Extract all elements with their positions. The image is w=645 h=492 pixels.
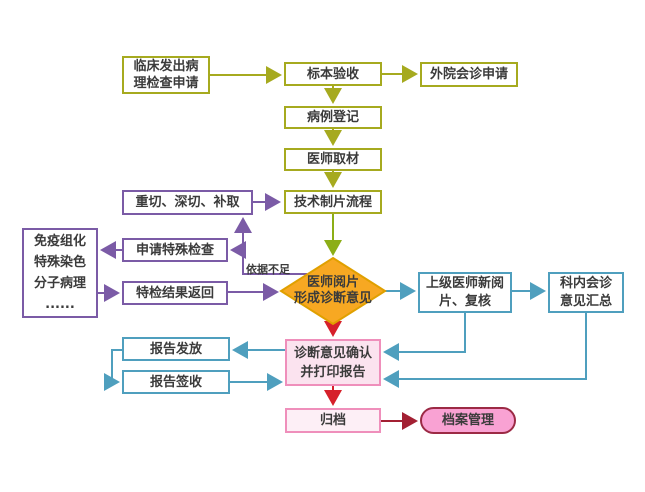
edge-report-issue-to-report-sign	[104, 349, 122, 391]
node-report-sign-label: 报告签收	[149, 374, 202, 390]
node-special-exam-request: 申请特殊检查	[122, 238, 228, 262]
node-physician-sampling: 医师取材	[284, 148, 382, 171]
node-special-exam-methods: 免疫组化 特殊染色 分子病理 ......	[22, 228, 98, 318]
node-recut-deepcut-resample: 重切、深切、补取	[122, 190, 253, 215]
node-archive-label: 归档	[319, 413, 346, 428]
edge-label-insufficient-evidence: 依据不足	[246, 263, 290, 276]
node-special-result-return-label: 特检结果返回	[135, 285, 214, 301]
edge-dept-to-confirm	[383, 313, 587, 388]
physician-review-diamond-shape	[279, 256, 387, 326]
node-slide-production-label: 技术制片流程	[293, 194, 372, 210]
node-external-consult-request: 外院会诊申请	[420, 62, 518, 87]
node-diagnosis-confirm-print: 诊断意见确认 并打印报告	[285, 339, 381, 386]
node-senior-physician-review: 上级医师新阅 片、复核	[418, 272, 512, 313]
node-specimen-acceptance: 标本验收	[284, 62, 382, 86]
node-case-registration-label: 病例登记	[306, 110, 359, 125]
node-department-consult-summary-label: 科内会诊 意见汇总	[559, 275, 612, 309]
physician-review-diamond-label: 医师阅片 形成诊断意见	[293, 275, 372, 306]
node-archive-management-label: 档案管理	[441, 413, 494, 428]
node-specimen-acceptance-label: 标本验收	[306, 66, 359, 82]
node-slide-production: 技术制片流程	[284, 190, 382, 214]
node-special-result-return: 特检结果返回	[122, 281, 228, 305]
node-recut-deepcut-resample-label: 重切、深切、补取	[135, 195, 240, 210]
node-case-registration: 病例登记	[284, 106, 382, 129]
edge-senior-to-confirm	[383, 313, 466, 361]
node-clinical-request: 临床发出病 理检查申请	[122, 56, 210, 94]
node-report-sign: 报告签收	[122, 370, 230, 394]
node-report-issue-label: 报告发放	[149, 341, 202, 357]
edge-review-to-recut	[234, 217, 307, 275]
node-special-exam-methods-label: 免疫组化 特殊染色 分子病理 ......	[33, 234, 86, 312]
node-clinical-request-label: 临床发出病 理检查申请	[133, 59, 199, 91]
node-report-issue: 报告发放	[122, 337, 230, 361]
node-special-exam-request-label: 申请特殊检查	[135, 242, 214, 258]
node-archive-management: 档案管理	[420, 407, 516, 434]
node-senior-physician-review-label: 上级医师新阅 片、复核	[425, 275, 504, 309]
node-external-consult-request-label: 外院会诊申请	[429, 67, 508, 82]
node-physician-sampling-label: 医师取材	[306, 152, 359, 167]
node-diagnosis-confirm-print-label: 诊断意见确认 并打印报告	[293, 345, 372, 380]
node-archive: 归档	[285, 408, 381, 433]
node-department-consult-summary: 科内会诊 意见汇总	[548, 272, 624, 313]
